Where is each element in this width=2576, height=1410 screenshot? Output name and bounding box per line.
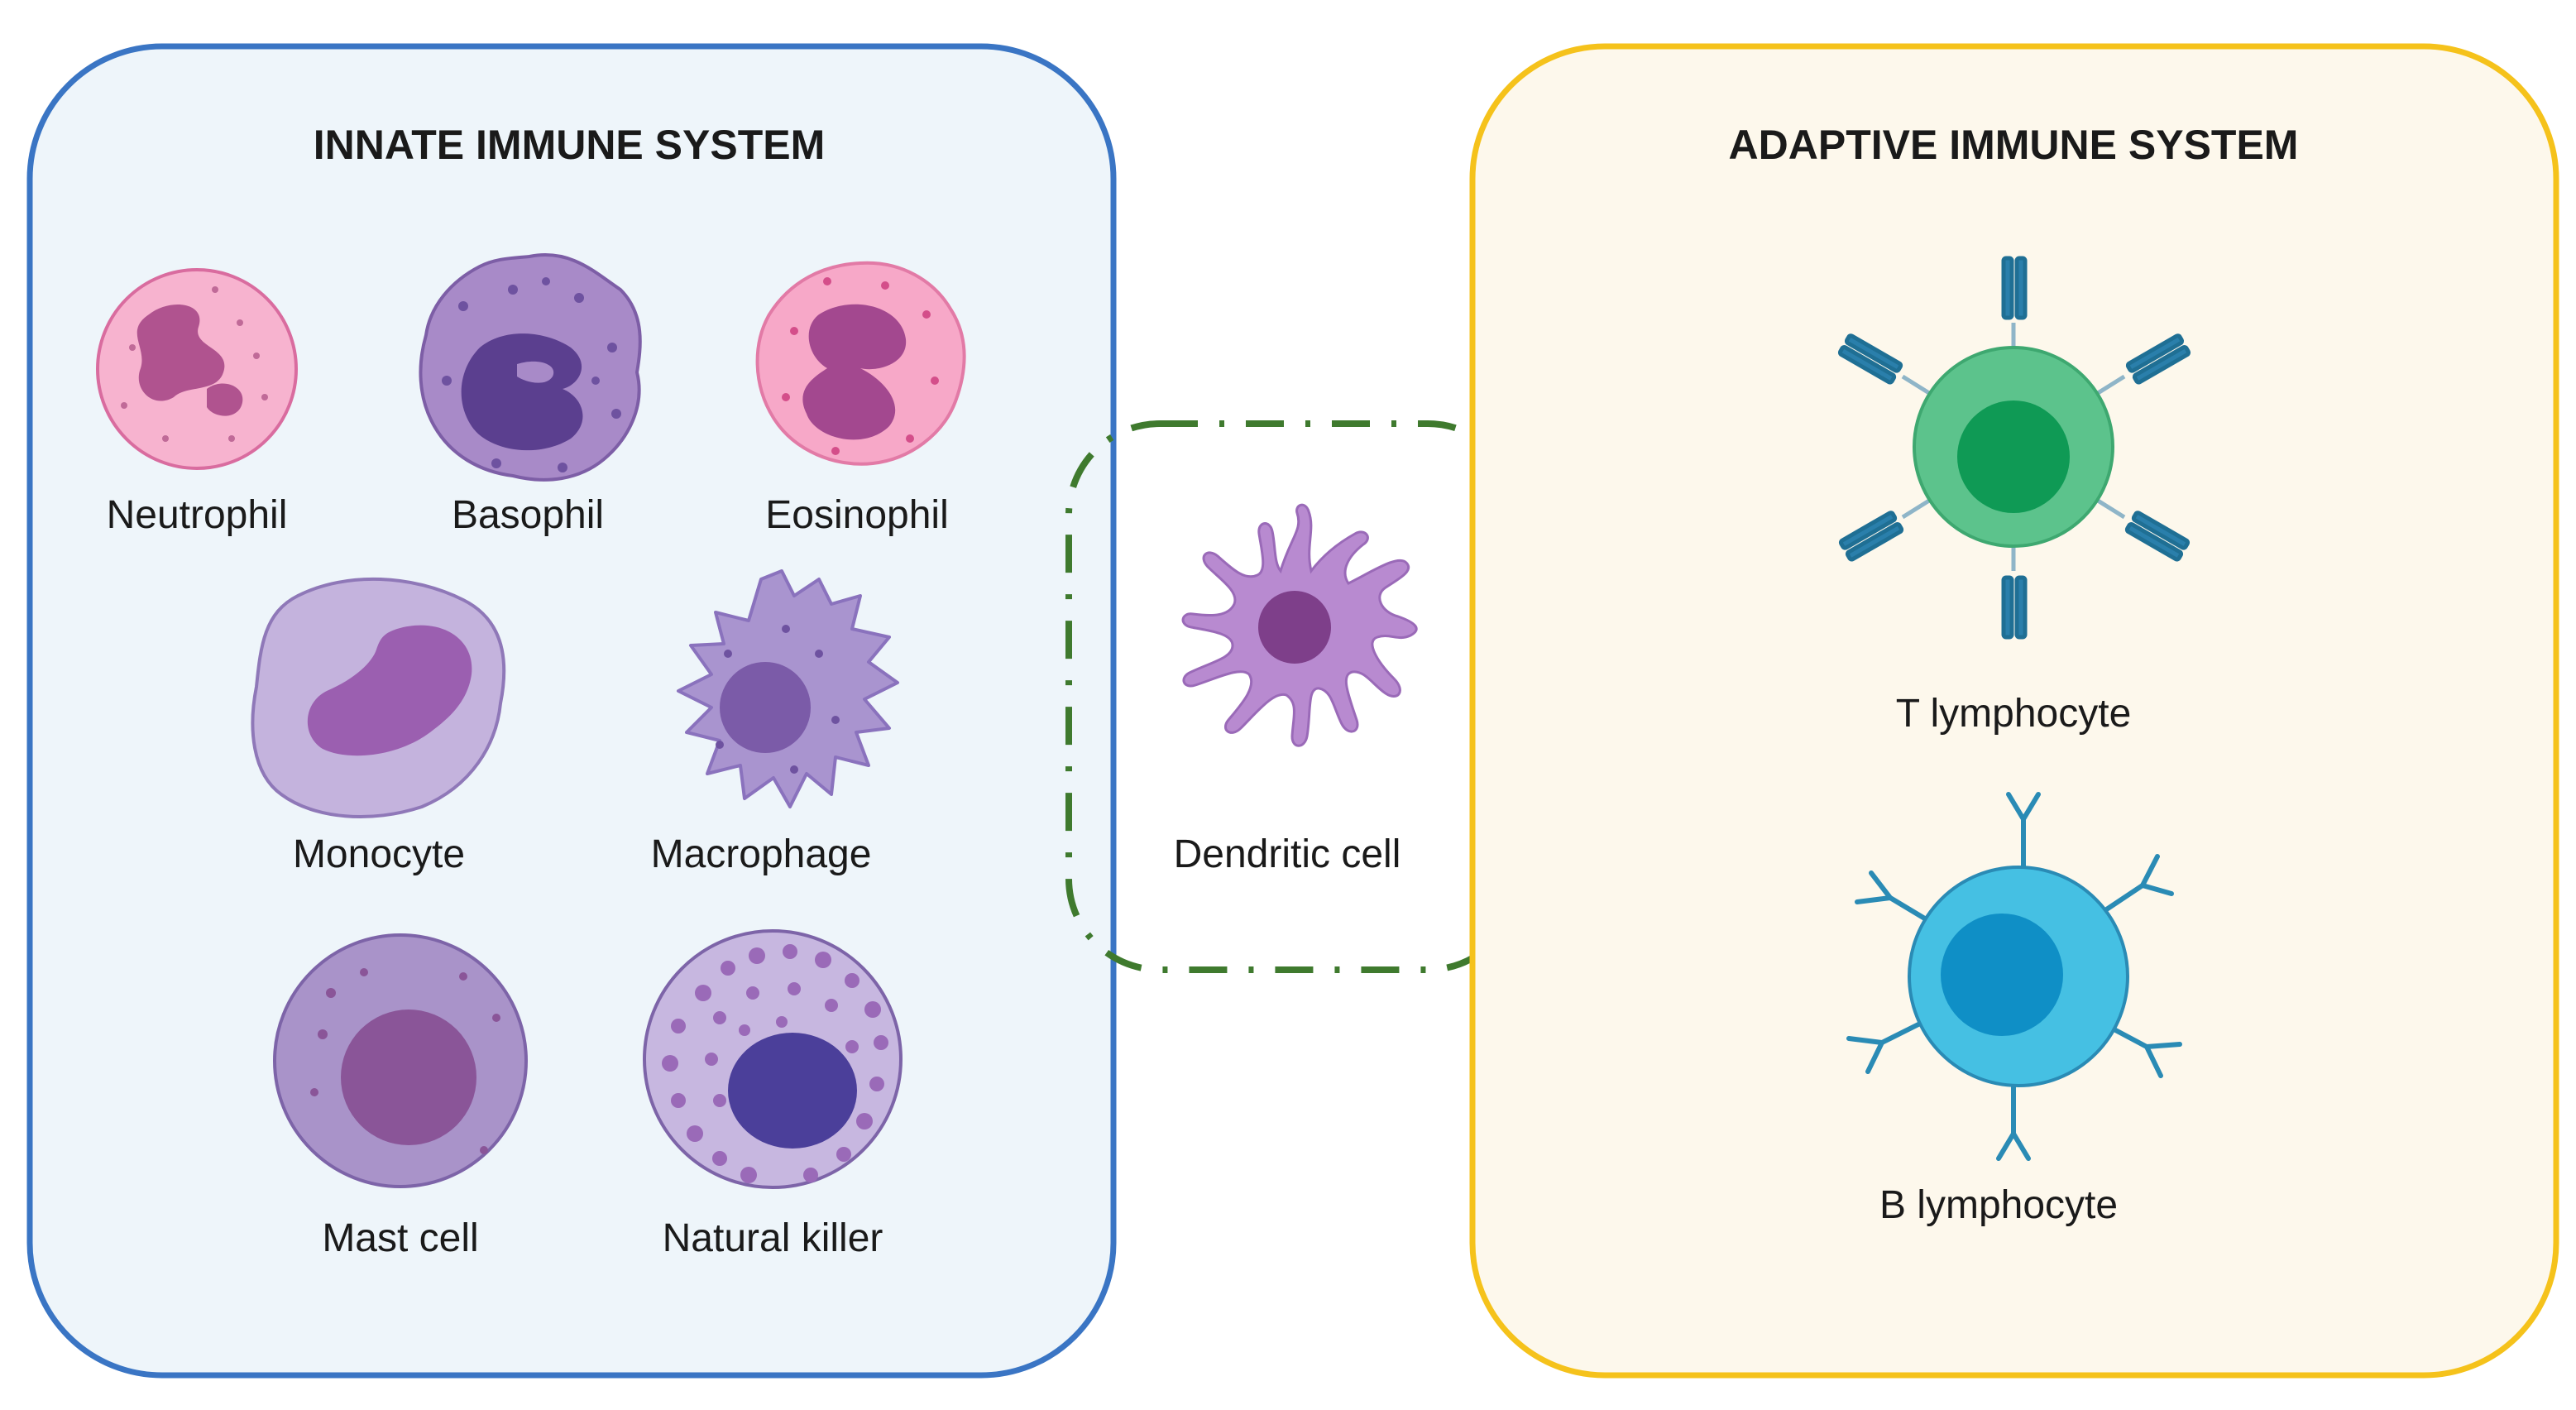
monocyte-cell: [251, 577, 506, 818]
eosinophil-cell: [755, 261, 966, 466]
dendritic-cell: [1181, 503, 1418, 747]
basophil-label: Basophil: [452, 493, 604, 537]
adaptive-panel-title: ADAPTIVE IMMUNE SYSTEM: [1729, 122, 2299, 168]
natural-killer-cell: [643, 929, 903, 1189]
b-lymphocyte-label: B lymphocyte: [1879, 1183, 2118, 1227]
basophil-cell: [419, 253, 642, 482]
macrophage-label: Macrophage: [651, 832, 872, 876]
adaptive-panel: ADAPTIVE IMMUNE SYSTEM: [1469, 43, 2559, 1379]
dendritic-bridge: Dendritic cell: [1065, 420, 1522, 973]
neutrophil-cell: [96, 268, 298, 470]
macrophage-cell: [677, 569, 899, 808]
monocyte-label: Monocyte: [293, 832, 465, 876]
natural-killer-label: Natural killer: [663, 1216, 883, 1260]
eosinophil-label: Eosinophil: [765, 493, 948, 537]
innate-panel-title: INNATE IMMUNE SYSTEM: [314, 122, 826, 168]
t-lymphocyte-label: T lymphocyte: [1896, 692, 2132, 736]
mast-cell-label: Mast cell: [322, 1216, 478, 1260]
t-lymphocyte-cell: [1837, 256, 2191, 640]
innate-panel: INNATE IMMUNE SYSTEM Neutrophil Basophil: [26, 43, 1117, 1379]
mast-cell: [273, 933, 528, 1188]
adaptive-panel-frame: [1469, 43, 2559, 1379]
b-lymphocyte-cell: [1846, 792, 2182, 1161]
neutrophil-label: Neutrophil: [107, 493, 288, 537]
dendritic-dashed-frame: [1065, 420, 1522, 973]
innate-panel-frame: [26, 43, 1117, 1379]
dendritic-cell-label: Dendritic cell: [1174, 832, 1401, 876]
